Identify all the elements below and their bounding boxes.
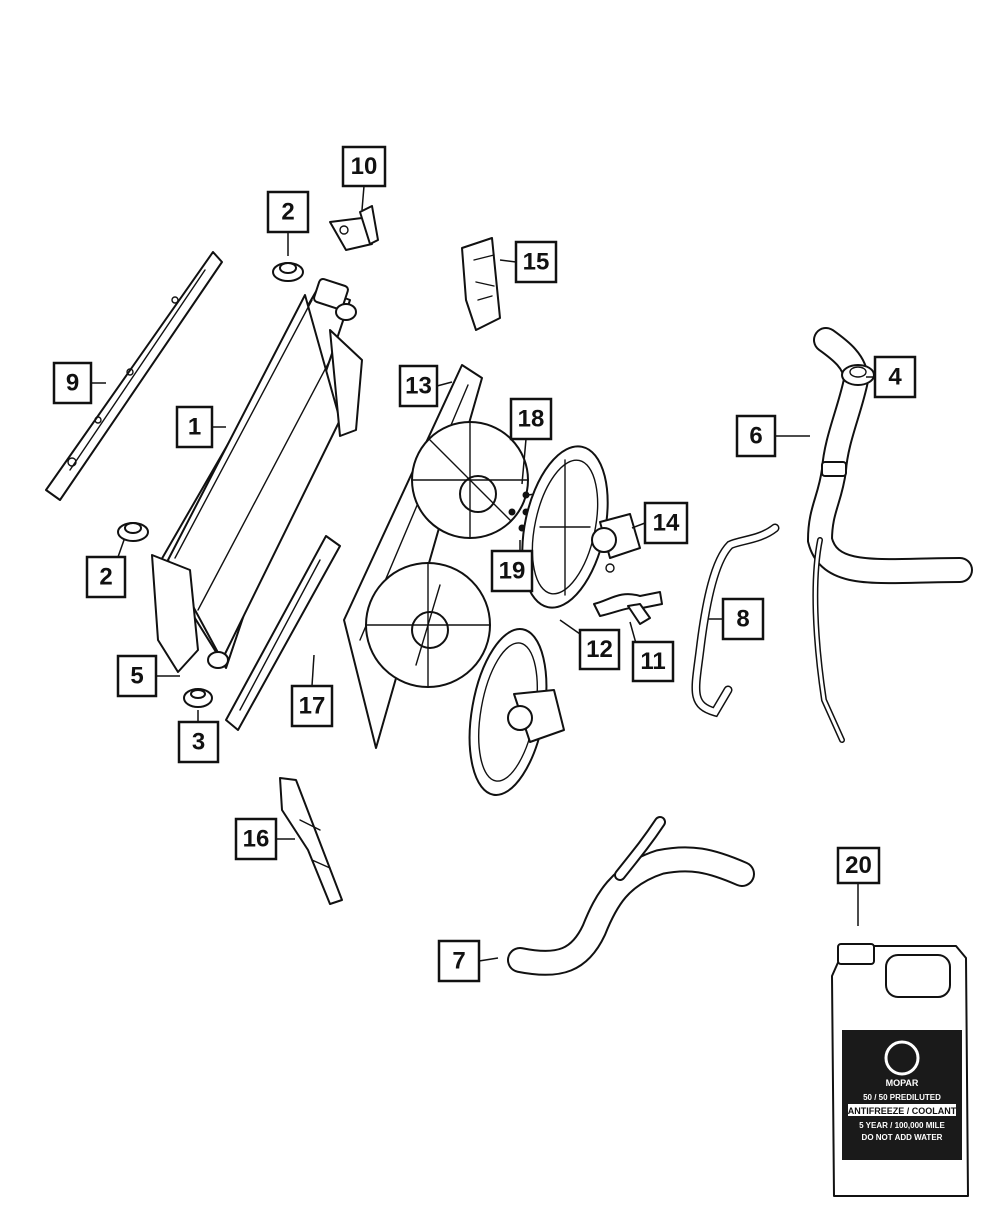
callout-2-lower: 2 — [85, 555, 127, 599]
callout-6-label: 6 — [749, 423, 762, 450]
jug-brand: MOPAR — [886, 1078, 919, 1088]
coolant-label-panel — [842, 1030, 962, 1160]
part-16-lower-bracket — [279, 777, 343, 905]
callout-2-upper: 2 — [266, 190, 310, 234]
callout-20-label: 20 — [845, 852, 872, 879]
callout-17-label: 17 — [299, 693, 326, 720]
callout-13-label: 13 — [405, 373, 432, 400]
callout-7: 7 — [437, 939, 481, 983]
callout-12: 12 — [578, 628, 621, 671]
callout-4: 4 — [873, 355, 917, 399]
part-8-tube — [691, 523, 780, 718]
part-10-bracket — [329, 205, 379, 251]
mopar-logo-icon — [884, 1040, 920, 1076]
part-15-shield — [461, 237, 501, 331]
callout-15-label: 15 — [523, 249, 550, 276]
callout-19-label: 19 — [499, 558, 526, 585]
callout-18-label: 18 — [518, 406, 545, 433]
part-17-lower-seal — [225, 535, 341, 731]
callout-13: 13 — [398, 364, 439, 408]
part-2-insulator-upper — [272, 262, 304, 282]
callout-14-label: 14 — [653, 510, 680, 537]
part-1-radiator — [151, 277, 363, 673]
callout-20: 20 — [836, 846, 881, 885]
jug-line3: 5 YEAR / 100,000 MILE — [859, 1121, 945, 1130]
callout-12-label: 12 — [586, 636, 613, 663]
callout-3-label: 3 — [192, 729, 205, 756]
callout-6: 6 — [735, 414, 777, 458]
callout-14: 14 — [643, 501, 689, 545]
callout-17: 17 — [290, 684, 334, 728]
part-14-fan-motor — [591, 513, 641, 573]
callout-2-lower-label: 2 — [99, 564, 112, 591]
callout-11: 11 — [631, 640, 675, 683]
callout-5: 5 — [116, 654, 158, 698]
part-13-fan-shroud — [343, 364, 529, 749]
jug-line4: DO NOT ADD WATER — [862, 1133, 943, 1142]
callout-1: 1 — [175, 405, 214, 449]
part-12-fan-lower — [468, 628, 565, 796]
callout-10: 10 — [341, 145, 387, 188]
callout-1-label: 1 — [188, 414, 201, 441]
part-3-lower-insulator — [183, 688, 213, 708]
callout-3: 3 — [177, 720, 220, 764]
part-11-hose — [593, 591, 663, 625]
callout-16-label: 16 — [243, 826, 270, 853]
callout-5-label: 5 — [130, 663, 143, 690]
callout-16: 16 — [234, 817, 278, 861]
callout-4-label: 4 — [888, 364, 902, 391]
callout-18: 18 — [509, 397, 553, 441]
callout-9: 9 — [52, 361, 93, 405]
callout-10-label: 10 — [351, 153, 378, 180]
jug-line2: ANTIFREEZE / COOLANT — [848, 1106, 957, 1116]
callout-11-label: 11 — [640, 648, 665, 675]
callout-8-label: 8 — [736, 606, 749, 633]
callout-2-upper-label: 2 — [281, 199, 294, 226]
callout-9-label: 9 — [66, 370, 79, 397]
part-9-air-seal — [45, 251, 223, 501]
callout-7-label: 7 — [452, 948, 465, 975]
part-4-cap — [841, 364, 875, 386]
part-7-lower-hose — [507, 816, 755, 976]
callout-8: 8 — [721, 597, 765, 641]
callout-19: 19 — [490, 549, 534, 593]
jug-line1: 50 / 50 PREDILUTED — [863, 1093, 941, 1102]
part-6-upper-hose — [806, 327, 973, 743]
callout-15: 15 — [514, 240, 558, 284]
part-2-insulator-lower — [117, 522, 149, 542]
part-20-coolant-jug: MOPAR 50 / 50 PREDILUTED ANTIFREEZE / CO… — [831, 943, 969, 1197]
